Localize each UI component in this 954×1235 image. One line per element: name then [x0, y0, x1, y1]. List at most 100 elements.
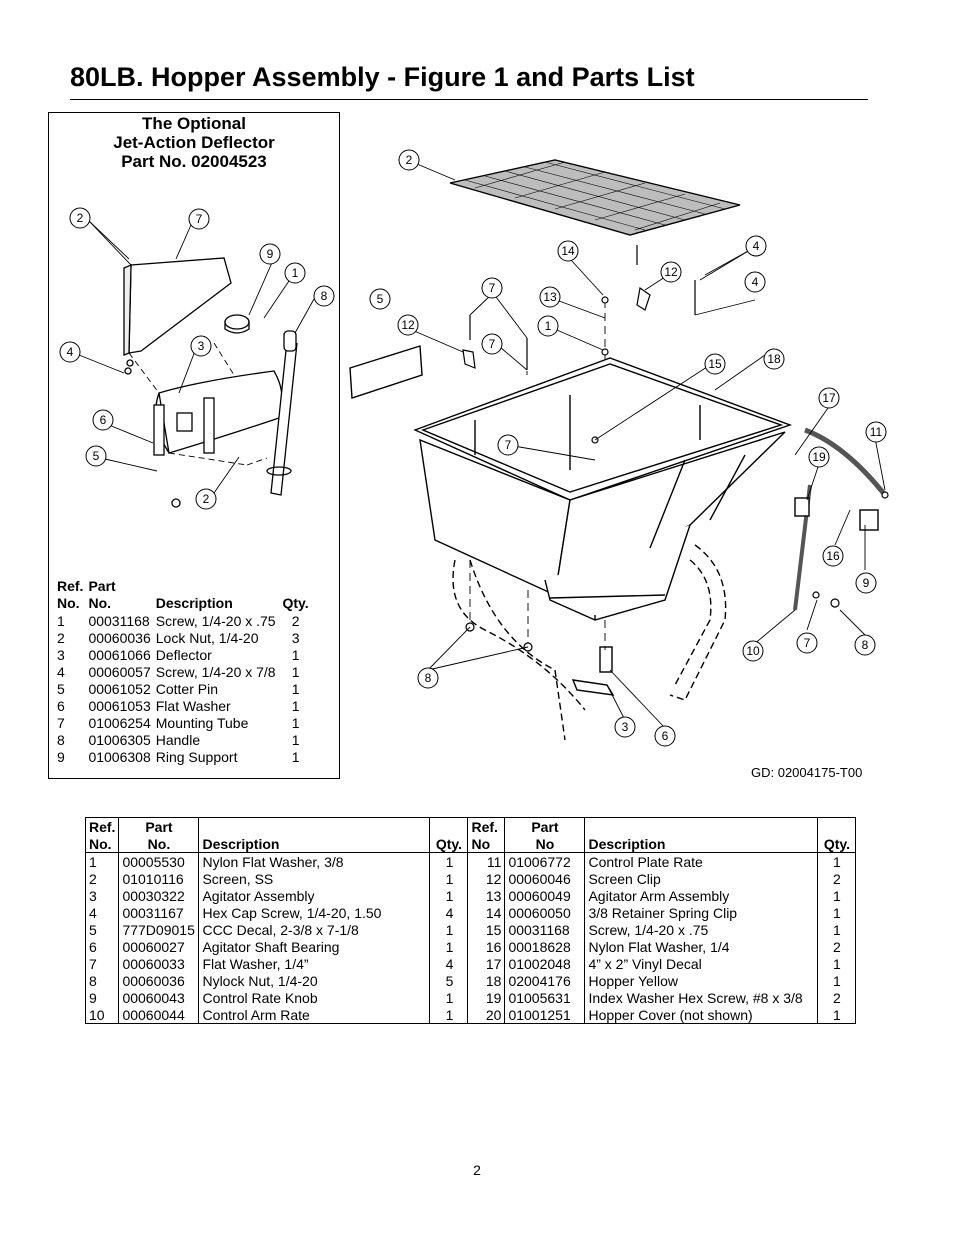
part-no-cell: 01010116 [118, 870, 200, 887]
qty-cell: 1 [817, 921, 857, 938]
header-cell: Qty. [429, 835, 469, 853]
description-cell: Handle [155, 732, 201, 748]
description-cell: Index Washer Hex Screw, #8 x 3/8 [584, 989, 819, 1006]
callout-number: 11 [870, 425, 883, 439]
callout-circle [92, 409, 114, 431]
callout-bubble: 4 [745, 235, 767, 257]
callout-number: 8 [425, 671, 432, 685]
callout-number: 1 [545, 319, 552, 333]
callout-number: 4 [752, 275, 759, 289]
callout-circle [195, 488, 217, 510]
qty-cell: 2 [817, 870, 857, 887]
callout-bubble: 17 [818, 387, 840, 409]
drawing-code: GD: 02004175-T00 [751, 765, 863, 780]
parts-header-row: Ref. Part Ref. Part [84, 817, 857, 835]
part-no-cell: 00031168 [88, 613, 150, 629]
callout-circle [763, 348, 785, 370]
qty-cell: 4 [429, 955, 469, 972]
ref-cell: 7 [84, 955, 120, 972]
qty-cell: 1 [291, 647, 300, 663]
inset-heading-line: The Optional [142, 114, 246, 133]
qty-cell: 1 [291, 681, 300, 697]
part-no-cell: 00060036 [118, 972, 200, 989]
callout-circle [497, 434, 519, 456]
header-ref-no: No. [57, 595, 80, 611]
callout-bubble: 2 [195, 488, 217, 510]
header-blank [156, 578, 281, 595]
qty-cell: 1 [817, 955, 857, 972]
part-no-cell: 00060044 [118, 1006, 200, 1024]
part-no-cell: 777D09015 [118, 921, 200, 938]
description-cell: Agitator Shaft Bearing [198, 938, 431, 955]
callout-number: 12 [401, 318, 415, 332]
callout-number: 3 [198, 339, 205, 353]
description-cell: Screen Clip [584, 870, 819, 887]
qty-cell: 1 [429, 870, 469, 887]
part-no-cell: 00060036 [88, 630, 151, 646]
part-no-cell: 00061053 [88, 698, 151, 714]
header-cell [429, 817, 469, 835]
description-cell: Hopper Cover (not shown) [584, 1006, 819, 1024]
ref-cell: 19 [467, 989, 506, 1006]
callout-bubble: 4 [744, 271, 766, 293]
callout-number: 7 [196, 212, 203, 226]
qty-cell: 1 [429, 852, 469, 870]
part-no-cell: 01006772 [504, 852, 586, 870]
callout-number: 13 [543, 290, 557, 304]
ref-cell: 9 [57, 749, 65, 765]
callout-bubble: 14 [557, 240, 579, 262]
qty-cell: 2 [817, 989, 857, 1006]
description-cell: Screw, 1/4-20 x .75 [584, 921, 819, 938]
header-cell: Part [118, 817, 200, 835]
ref-cell: 8 [57, 732, 65, 748]
callout-number: 6 [100, 413, 107, 427]
callout-bubble: 10 [742, 640, 764, 662]
callout-number: 2 [203, 492, 210, 506]
callout-circle [190, 335, 212, 357]
callout-circle [284, 262, 306, 284]
ref-cell: 15 [467, 921, 506, 938]
ref-cell: 6 [84, 938, 120, 955]
callout-bubble: 3 [614, 716, 636, 738]
qty-cell: 1 [817, 852, 857, 870]
header-cell: Description [584, 835, 819, 853]
callout-bubble: 9 [259, 243, 281, 265]
part-no-cell: 00060043 [118, 989, 200, 1006]
qty-cell: 4 [429, 904, 469, 921]
callout-bubble: 6 [654, 725, 676, 747]
qty-cell: 5 [429, 972, 469, 989]
callout-circle [313, 285, 335, 307]
description-cell: Flat Washer, 1/4” [198, 955, 431, 972]
description-cell: Agitator Assembly [198, 887, 431, 904]
part-no-cell: 01006254 [88, 715, 151, 731]
callout-number: 12 [664, 265, 678, 279]
header-part-no: No. [88, 595, 112, 611]
description-cell: Flat Washer [155, 698, 231, 714]
ref-cell: 3 [84, 887, 120, 904]
description-cell: 4” x 2” Vinyl Decal [584, 955, 819, 972]
ref-cell: 17 [467, 955, 506, 972]
ref-cell: 2 [84, 870, 120, 887]
header-ref: Ref. [57, 578, 84, 594]
qty-cell: 1 [817, 887, 857, 904]
description-cell: Nylon Flat Washer, 3/8 [198, 852, 431, 870]
callout-circle [614, 716, 636, 738]
callout-number: 9 [267, 247, 274, 261]
qty-cell: 1 [291, 749, 300, 765]
callout-circle [855, 572, 877, 594]
ref-cell: 18 [467, 972, 506, 989]
callout-bubble: 1 [284, 262, 306, 284]
callout-circle [481, 333, 503, 355]
callout-bubble: 13 [539, 286, 561, 308]
ref-cell: 11 [467, 852, 506, 870]
callout-bubble: 1 [537, 315, 559, 337]
callout-bubble: 7 [481, 333, 503, 355]
description-cell: CCC Decal, 2-3/8 x 7-1/8 [198, 921, 431, 938]
description-cell: Lock Nut, 1/4-20 [155, 630, 259, 646]
header-part: Part [88, 578, 116, 594]
